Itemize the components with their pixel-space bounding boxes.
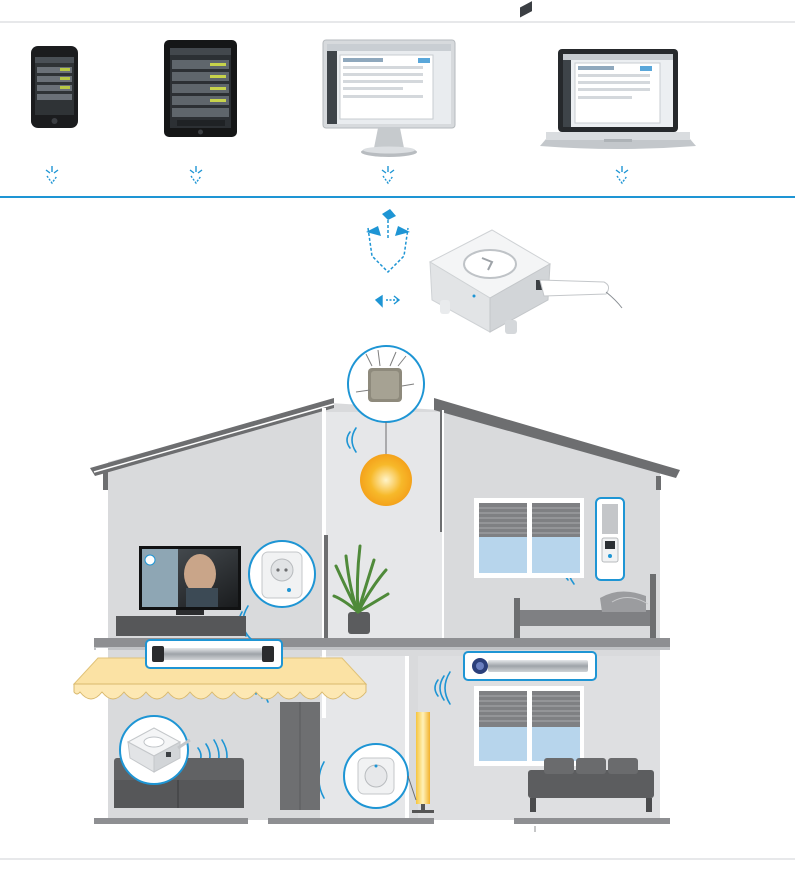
smartphone-icon bbox=[31, 46, 78, 128]
gateway-unit-living-room bbox=[119, 715, 191, 785]
tablet-icon bbox=[164, 40, 237, 137]
tubular-motor-awning bbox=[145, 639, 283, 669]
laptop-icon bbox=[540, 49, 696, 149]
ceiling-lamp bbox=[360, 454, 412, 506]
floor-lamp bbox=[412, 712, 434, 813]
desktop-monitor-icon bbox=[322, 39, 456, 157]
cabinet bbox=[280, 702, 320, 810]
sofa-right bbox=[528, 758, 654, 812]
television bbox=[116, 546, 246, 636]
internet-arrow-icon bbox=[366, 209, 410, 274]
ceiling-light-switch-module bbox=[347, 345, 425, 456]
potted-plant bbox=[332, 544, 390, 634]
gateway-link-icon bbox=[374, 294, 401, 308]
tubular-motor-blinds bbox=[463, 651, 597, 681]
home-gateway-icon bbox=[428, 1, 623, 334]
bed bbox=[514, 574, 656, 638]
smart-plug bbox=[248, 540, 316, 608]
living-room-window bbox=[474, 686, 584, 766]
wall-dimmer-switch bbox=[343, 743, 417, 809]
wifi-arrow-icon bbox=[45, 166, 629, 185]
window-remote-control bbox=[595, 497, 625, 581]
bedroom-window bbox=[474, 498, 584, 578]
